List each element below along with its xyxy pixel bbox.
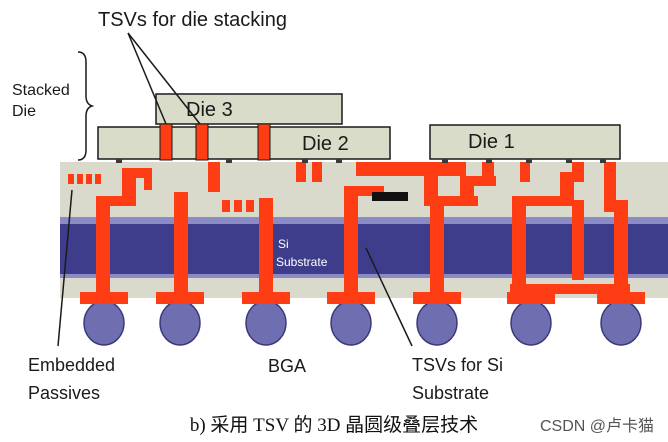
bga-label: BGA	[268, 356, 306, 376]
csdn-watermark: CSDN @卢卡猫	[539, 418, 654, 435]
stacked-die-label-1: Stacked	[12, 82, 70, 99]
trace	[430, 196, 478, 206]
figure-caption: b) 采用 TSV 的 3D 晶圆级叠层技术	[189, 415, 479, 436]
si-tsv	[96, 200, 110, 295]
si-tsv	[430, 205, 444, 295]
pointer-line	[57, 189, 73, 347]
si-label: Si	[278, 237, 289, 251]
trace	[604, 200, 628, 210]
die-2-label: Die 2	[302, 133, 349, 155]
trace	[512, 196, 572, 206]
bga-ball	[416, 300, 458, 346]
tsv-si-substrate-label-2: Substrate	[412, 383, 489, 403]
die-tsv	[257, 123, 271, 161]
bga-pad	[242, 292, 290, 304]
stacked-die-brace	[77, 51, 95, 161]
bga-pad	[327, 292, 375, 304]
trace	[222, 200, 230, 212]
si-tsv	[512, 202, 526, 295]
embedded-passive	[95, 174, 101, 184]
embedded-component	[372, 192, 408, 201]
pointer-line	[127, 32, 201, 125]
tsv-si-substrate-label-1: TSVs for Si	[412, 355, 503, 375]
pointer-line	[127, 32, 167, 125]
die-3	[155, 93, 343, 125]
die-1	[429, 124, 621, 160]
si-tsv	[259, 198, 273, 295]
trace	[144, 168, 152, 190]
trace	[312, 162, 322, 182]
trace	[520, 162, 530, 182]
trace	[234, 200, 242, 212]
si-tsv	[344, 186, 358, 295]
bga-ball	[83, 300, 125, 346]
die-3-label: Die 3	[186, 99, 233, 121]
si-tsv	[572, 200, 584, 280]
pointer-line	[365, 247, 413, 347]
bga-pad	[597, 292, 645, 304]
bga-pad	[80, 292, 128, 304]
trace	[296, 162, 306, 182]
bga-ball	[245, 300, 287, 346]
trace	[122, 168, 150, 178]
stacked-die-label-2: Die	[12, 103, 36, 120]
bga-balls	[83, 300, 642, 346]
trace	[572, 162, 584, 182]
trace	[510, 284, 630, 294]
trace	[460, 176, 496, 186]
die-2	[97, 126, 391, 160]
trace	[96, 196, 136, 206]
embedded-passive	[68, 174, 74, 184]
bga-ball	[159, 300, 201, 346]
embedded-passives-label-2: Passives	[28, 383, 100, 403]
si-substrate-core	[60, 224, 668, 274]
bga-ball	[600, 300, 642, 346]
substrate-label: Substrate	[276, 255, 328, 269]
embedded-passive	[77, 174, 83, 184]
trace	[604, 162, 616, 212]
die-1-label: Die 1	[468, 131, 515, 153]
trace	[356, 162, 466, 176]
trace	[482, 162, 494, 186]
trace	[344, 186, 384, 196]
si-tsv	[614, 205, 628, 295]
embedded-passive	[86, 174, 92, 184]
micro-bumps	[116, 159, 606, 163]
bga-ball	[330, 300, 372, 346]
die-tsv	[159, 123, 173, 161]
bga-pad	[413, 292, 461, 304]
si-tsv	[174, 192, 188, 295]
trace	[560, 172, 574, 206]
die-tsv	[195, 123, 209, 161]
trace	[208, 162, 220, 192]
bga-ball	[510, 300, 552, 346]
bga-pad	[156, 292, 204, 304]
tsv-die-stacking-label: TSVs for die stacking	[98, 9, 287, 31]
trace	[246, 200, 254, 212]
embedded-passives-label-1: Embedded	[28, 355, 115, 375]
